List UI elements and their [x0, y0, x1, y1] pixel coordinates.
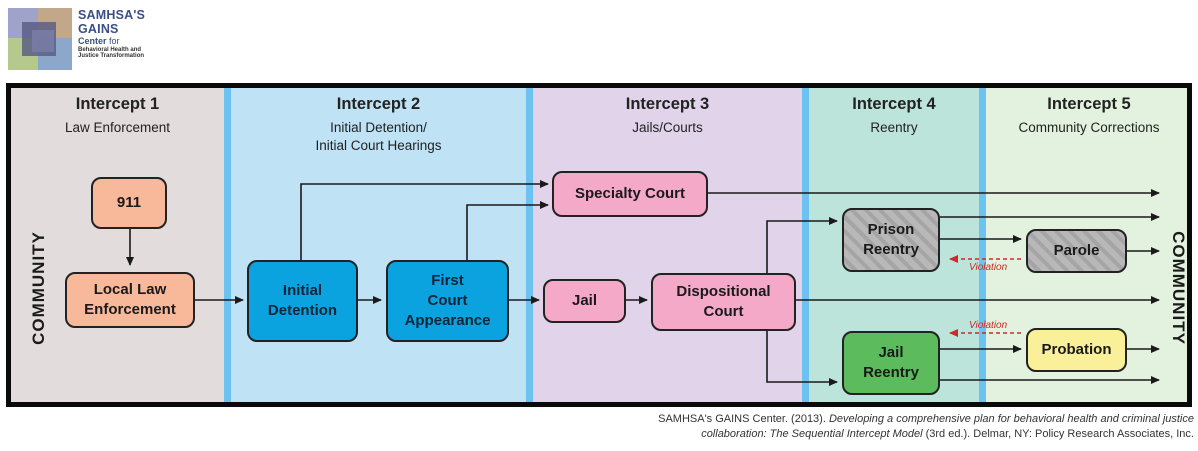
intercept-4-subtitle: Reentry — [870, 120, 918, 135]
node-jail-reentry: Jail Reentry — [842, 331, 940, 395]
separator-line — [526, 88, 533, 402]
node-probation: Probation — [1026, 328, 1127, 372]
intercept-5-title: Intercept 5 — [1047, 95, 1131, 113]
arrow-dispositional-to-jail-reentry — [766, 328, 838, 386]
citation-line-1: SAMHSA's GAINS Center. (2013). Developin… — [658, 413, 1194, 425]
node-911: 911 — [91, 177, 167, 229]
intercept-1-title: Intercept 1 — [75, 95, 160, 113]
node-initial-detention: Initial Detention — [247, 260, 358, 342]
logo-title-line4: Behavioral Health and — [78, 47, 142, 53]
intercept-2-subtitle: Initial Detention/ Initial Court Hearing… — [315, 120, 442, 154]
arrow-initial-detention-to-specialty — [300, 180, 549, 260]
separator-line — [979, 88, 986, 402]
sequential-intercept-diagram: Intercept 1 Law Enforcement Intercept 2 … — [6, 83, 1192, 407]
intercept-1-panel — [11, 88, 224, 402]
citation-caption: SAMHSA's GAINS Center. (2013). Developin… — [658, 412, 1194, 442]
intercept-1-subtitle: Law Enforcement — [64, 120, 171, 135]
intercept-4-title: Intercept 4 — [852, 95, 936, 113]
node-first-court-appearance: First Court Appearance — [386, 260, 509, 342]
citation-line-2: collaboration: The Sequential Intercept … — [701, 427, 1194, 440]
intercept-3-panel — [533, 88, 802, 402]
logo-title-line5: Justice Transformation — [78, 53, 145, 59]
logo-squares-icon — [8, 8, 72, 70]
intercept-5-subtitle: Community Corrections — [1018, 120, 1160, 135]
intercept-3-title: Intercept 3 — [625, 95, 710, 113]
logo-title-line3: Center for — [78, 36, 120, 46]
node-local-law-enforcement: Local Law Enforcement — [65, 272, 195, 328]
node-specialty-court: Specialty Court — [552, 171, 708, 217]
node-prison-reentry: Prison Reentry — [842, 208, 940, 272]
logo-title-line2: GAINS — [78, 21, 119, 36]
separator-line — [802, 88, 809, 402]
logo-title-line1: SAMHSA'S — [78, 8, 146, 22]
separator-line — [224, 88, 231, 402]
node-dispositional-court: Dispositional Court — [651, 273, 796, 331]
violation-label-parole: Violation — [969, 262, 1008, 273]
intercept-3-subtitle: Jails/Courts — [632, 120, 703, 135]
node-parole: Parole — [1026, 229, 1127, 273]
intercept-2-panel — [231, 88, 526, 402]
node-jail: Jail — [543, 279, 626, 323]
intercept-2-title: Intercept 2 — [336, 95, 421, 113]
flow-arrows — [126, 180, 1160, 386]
arrow-first-court-to-specialty — [466, 201, 549, 260]
violation-label-probation: Violation — [969, 320, 1008, 331]
arrow-dispositional-to-prison — [766, 217, 838, 273]
gains-center-logo: SAMHSA'S GAINS Center for Behavioral Hea… — [8, 8, 188, 72]
